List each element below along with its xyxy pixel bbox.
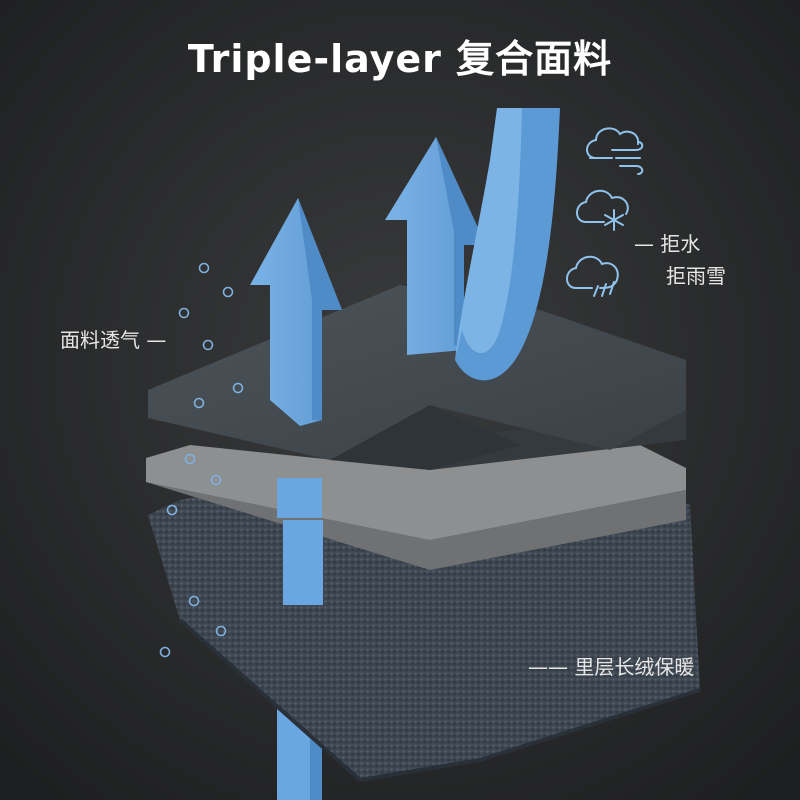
- bubble: [215, 625, 227, 637]
- cloud-rain-icon: [566, 255, 619, 297]
- breathable-label: 面料透气 —: [60, 328, 167, 352]
- arrow-shaft-middle: [277, 478, 322, 518]
- water-repel-arrow-highlight: [455, 108, 522, 360]
- arrow-shaft-middle-lower: [283, 520, 323, 605]
- cloud-wind-icon: [586, 127, 644, 175]
- outer-layer: [148, 285, 686, 460]
- bubble: [166, 504, 178, 516]
- breath-arrow-left-shade: [298, 198, 342, 420]
- bubble: [222, 286, 234, 298]
- bubble: [184, 453, 196, 465]
- cloud-snow-icon: [576, 189, 629, 231]
- breath-arrow-center-shade: [436, 137, 486, 350]
- snow-repellent-label: 拒雨雪: [666, 264, 726, 288]
- bubble: [178, 307, 190, 319]
- air-bubbles: [159, 262, 244, 658]
- membrane-layer: [146, 430, 686, 540]
- water-repellent-label: — 拒水: [634, 232, 701, 256]
- bubble: [202, 339, 214, 351]
- bubble: [232, 382, 244, 394]
- bubble: [198, 262, 210, 274]
- bubble: [193, 397, 205, 409]
- bubble: [210, 474, 222, 486]
- outer-layer-dip: [330, 405, 520, 470]
- page-title: Triple-layer 复合面料: [187, 37, 613, 81]
- membrane-layer-side: [146, 458, 686, 570]
- bubble: [159, 646, 171, 658]
- fleece-layer-edge: [178, 618, 701, 783]
- outer-layer-side: [148, 390, 686, 470]
- bubble: [188, 595, 200, 607]
- fleece-warm-label: —— 里层长绒保暖: [528, 655, 695, 679]
